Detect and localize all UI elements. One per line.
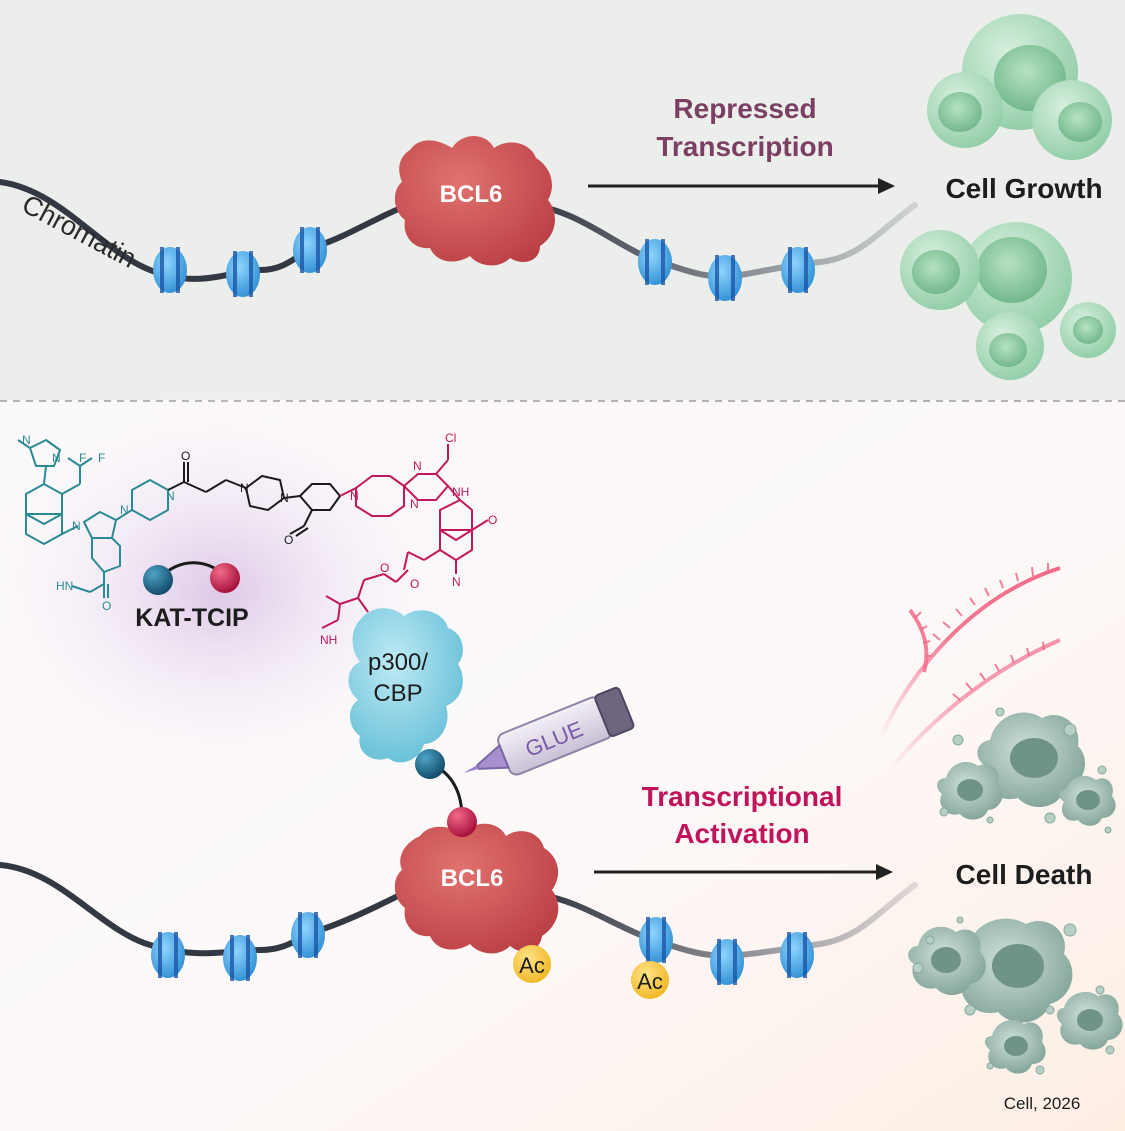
nucleosome-icon — [780, 932, 814, 978]
atom-o-urea: O — [102, 599, 111, 613]
atom-o-quin: O — [410, 577, 419, 591]
atom-n-pyr2: N — [410, 497, 419, 511]
ac-label-1: Ac — [519, 953, 545, 978]
atom-n-piperazine1: N — [240, 481, 249, 495]
atom-n-pip2: N — [350, 489, 359, 503]
apoptotic-cells-icon — [908, 707, 1123, 1075]
atom-n-ring2: N — [120, 503, 129, 517]
top-panel-background — [0, 0, 1125, 400]
nucleosome-icon — [639, 917, 673, 963]
p300-cbp-protein: p300/ CBP — [348, 608, 463, 763]
bcl6-protein-top: BCL6 — [394, 136, 555, 266]
activation-label-line2: Activation — [674, 818, 809, 849]
acetyl-mark-icon: Ac — [513, 945, 551, 983]
healthy-cells-icon — [900, 14, 1116, 380]
activation-label-line1: Transcriptional — [642, 781, 843, 812]
kat-tcip-structure — [17, 439, 489, 629]
bound-kat-tcip-icon — [415, 749, 477, 837]
acetyl-mark-icon: Ac — [631, 961, 669, 999]
atom-cl: Cl — [445, 431, 456, 445]
atom-hn-urea: HN — [56, 579, 73, 593]
cell-death-label: Cell Death — [956, 859, 1093, 890]
bottom-nucleosomes — [151, 912, 814, 985]
nucleosome-icon — [293, 227, 327, 273]
nucleosome-icon — [710, 939, 744, 985]
atom-o-amide2: O — [284, 533, 293, 547]
repression-arrow — [588, 178, 895, 194]
atom-o-ether: O — [380, 561, 389, 575]
nucleosome-icon — [226, 251, 260, 297]
atom-n-pyrazole2: N — [52, 451, 61, 465]
atom-nh-link: NH — [452, 485, 469, 499]
atom-n-pyr1: N — [413, 459, 422, 473]
repressed-label-line2: Transcription — [656, 131, 833, 162]
nucleosome-icon — [291, 912, 325, 958]
atom-f2: F — [98, 451, 105, 465]
nucleosome-icon — [708, 255, 742, 301]
atom-o-amide1: O — [181, 449, 190, 463]
nucleosome-icon — [153, 247, 187, 293]
ac-label-2: Ac — [637, 969, 663, 994]
p300-label-line2: CBP — [373, 680, 422, 707]
citation: Cell, 2026 — [1004, 1094, 1081, 1113]
bcl6-protein-bottom: BCL6 — [394, 823, 559, 954]
p300-label-line1: p300/ — [368, 649, 428, 676]
kat-tcip-bivalent-icon — [143, 561, 240, 595]
bcl6-label: BCL6 — [441, 865, 504, 892]
nucleosome-icon — [781, 247, 815, 293]
repressed-label-line1: Repressed — [673, 93, 816, 124]
nucleosome-icon — [151, 932, 185, 978]
atom-n-pyrazole: N — [22, 433, 31, 447]
atom-n-quin: N — [452, 575, 461, 589]
bcl6-label: BCL6 — [440, 181, 503, 208]
rna-transcripts-icon — [878, 563, 1061, 772]
atom-n-pip1: N — [166, 489, 175, 503]
atom-n-ring1: N — [72, 519, 81, 533]
nucleosome-icon — [638, 239, 672, 285]
kat-tcip-label: KAT-TCIP — [135, 604, 248, 632]
cell-growth-label: Cell Growth — [945, 173, 1102, 204]
top-nucleosomes — [153, 227, 815, 301]
atom-f1: F — [79, 451, 86, 465]
atom-o-methoxy: O — [488, 513, 497, 527]
kat-tcip-atom-labels: F F N N N N N O N N O N N N Cl NH O N O … — [22, 431, 497, 647]
atom-n-piperazine2: N — [280, 491, 289, 505]
atom-nh-glycine: NH — [320, 633, 337, 647]
nucleosome-icon — [223, 935, 257, 981]
activation-arrow — [594, 864, 893, 880]
